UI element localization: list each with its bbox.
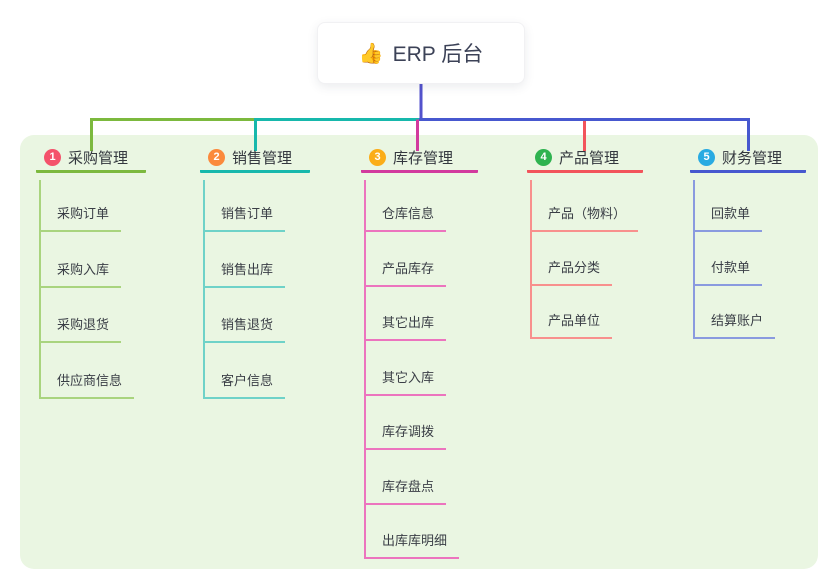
child-node[interactable]: 付款单 <box>693 259 763 286</box>
child-node[interactable]: 销售订单 <box>203 205 286 232</box>
child-node[interactable]: 产品单位 <box>530 312 613 339</box>
child-node[interactable]: 销售退货 <box>203 316 286 343</box>
branch-child-line <box>364 180 366 558</box>
branch-header-5[interactable]: 5 财务管理 <box>690 148 806 173</box>
child-label: 采购退货 <box>57 317 110 332</box>
branch-label: 库存管理 <box>393 149 454 167</box>
child-label: 产品（物料） <box>548 206 627 221</box>
child-label: 采购入库 <box>57 262 110 277</box>
child-node[interactable]: 其它出库 <box>364 314 447 341</box>
child-label: 采购订单 <box>57 206 110 221</box>
child-label: 客户信息 <box>221 373 274 388</box>
child-node[interactable]: 其它入库 <box>364 369 447 396</box>
child-label: 产品分类 <box>548 260 601 275</box>
child-label: 其它入库 <box>382 370 435 385</box>
root-node[interactable]: 👍 ERP 后台 <box>317 22 525 84</box>
child-label: 仓库信息 <box>382 206 435 221</box>
child-node[interactable]: 采购退货 <box>39 316 122 343</box>
branch-label: 采购管理 <box>68 149 129 167</box>
branch-label: 财务管理 <box>722 149 783 167</box>
root-label: ERP 后台 <box>392 43 484 66</box>
branch-number-badge: 1 <box>44 148 61 166</box>
branch-child-line <box>203 180 205 399</box>
child-node[interactable]: 出库库明细 <box>364 532 460 559</box>
thumbs-up-icon: 👍 <box>358 42 384 65</box>
branch-number-badge: 5 <box>698 148 715 166</box>
branch-number-badge: 2 <box>208 148 225 166</box>
child-node[interactable]: 客户信息 <box>203 372 286 399</box>
child-label: 库存调拨 <box>382 424 435 439</box>
child-node[interactable]: 销售出库 <box>203 261 286 288</box>
branch-header-1[interactable]: 1 采购管理 <box>36 148 146 173</box>
child-label: 付款单 <box>711 260 751 275</box>
child-label: 库存盘点 <box>382 479 435 494</box>
child-node[interactable]: 供应商信息 <box>39 372 135 399</box>
child-label: 回款单 <box>711 206 751 221</box>
branch-label: 产品管理 <box>559 149 620 167</box>
child-node[interactable]: 仓库信息 <box>364 205 447 232</box>
child-label: 出库库明细 <box>382 533 448 548</box>
branch-child-line <box>693 180 695 338</box>
child-node[interactable]: 结算账户 <box>693 312 776 339</box>
child-node[interactable]: 产品分类 <box>530 259 613 286</box>
child-label: 产品库存 <box>382 261 435 276</box>
child-label: 结算账户 <box>711 313 764 328</box>
branch-child-line <box>39 180 41 399</box>
child-node[interactable]: 产品（物料） <box>530 205 639 232</box>
child-node[interactable]: 库存盘点 <box>364 478 447 505</box>
child-label: 其它出库 <box>382 315 435 330</box>
child-label: 销售订单 <box>221 206 274 221</box>
child-label: 产品单位 <box>548 313 601 328</box>
child-node[interactable]: 库存调拨 <box>364 423 447 450</box>
child-label: 销售退货 <box>221 317 274 332</box>
child-label: 销售出库 <box>221 262 274 277</box>
child-node[interactable]: 采购入库 <box>39 261 122 288</box>
branch-header-3[interactable]: 3 库存管理 <box>361 148 478 173</box>
branch-number-badge: 3 <box>369 148 386 166</box>
branch-header-4[interactable]: 4 产品管理 <box>527 148 643 173</box>
branch-child-line <box>530 180 532 338</box>
branch-number-badge: 4 <box>535 148 552 166</box>
child-node[interactable]: 回款单 <box>693 205 763 232</box>
child-label: 供应商信息 <box>57 373 123 388</box>
background-panel <box>20 135 818 569</box>
branch-header-2[interactable]: 2 销售管理 <box>200 148 310 173</box>
child-node[interactable]: 产品库存 <box>364 260 447 287</box>
child-node[interactable]: 采购订单 <box>39 205 122 232</box>
branch-label: 销售管理 <box>232 149 293 167</box>
